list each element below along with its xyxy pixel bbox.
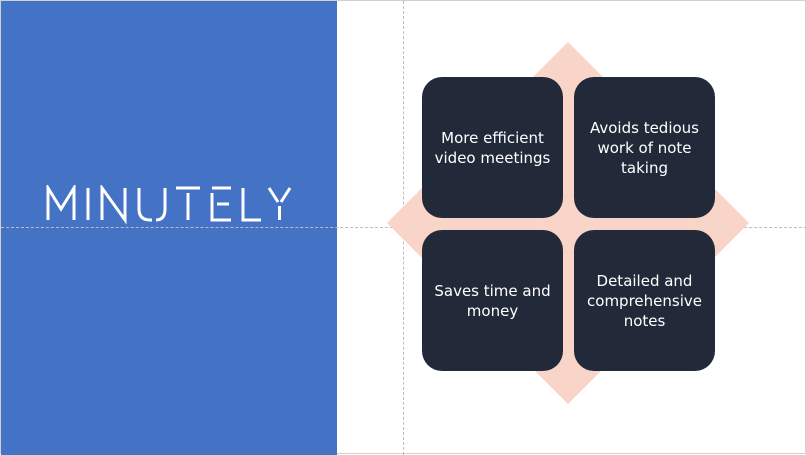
minutely-logo: [46, 185, 292, 225]
tile-label: Detailed and comprehensive notes: [587, 271, 702, 330]
tile-label: More efficient video meetings: [434, 128, 551, 167]
tile-label: Saves time and money: [434, 281, 551, 320]
tile-label: Avoids tedious work of note taking: [589, 118, 699, 177]
tile-saves-time-money: Saves time and money: [422, 230, 563, 371]
brand-panel: [1, 1, 337, 455]
tile-efficient-meetings: More efficient video meetings: [422, 77, 563, 218]
tile-avoids-note-taking: Avoids tedious work of note taking: [574, 77, 715, 218]
tile-detailed-notes: Detailed and comprehensive notes: [574, 230, 715, 371]
